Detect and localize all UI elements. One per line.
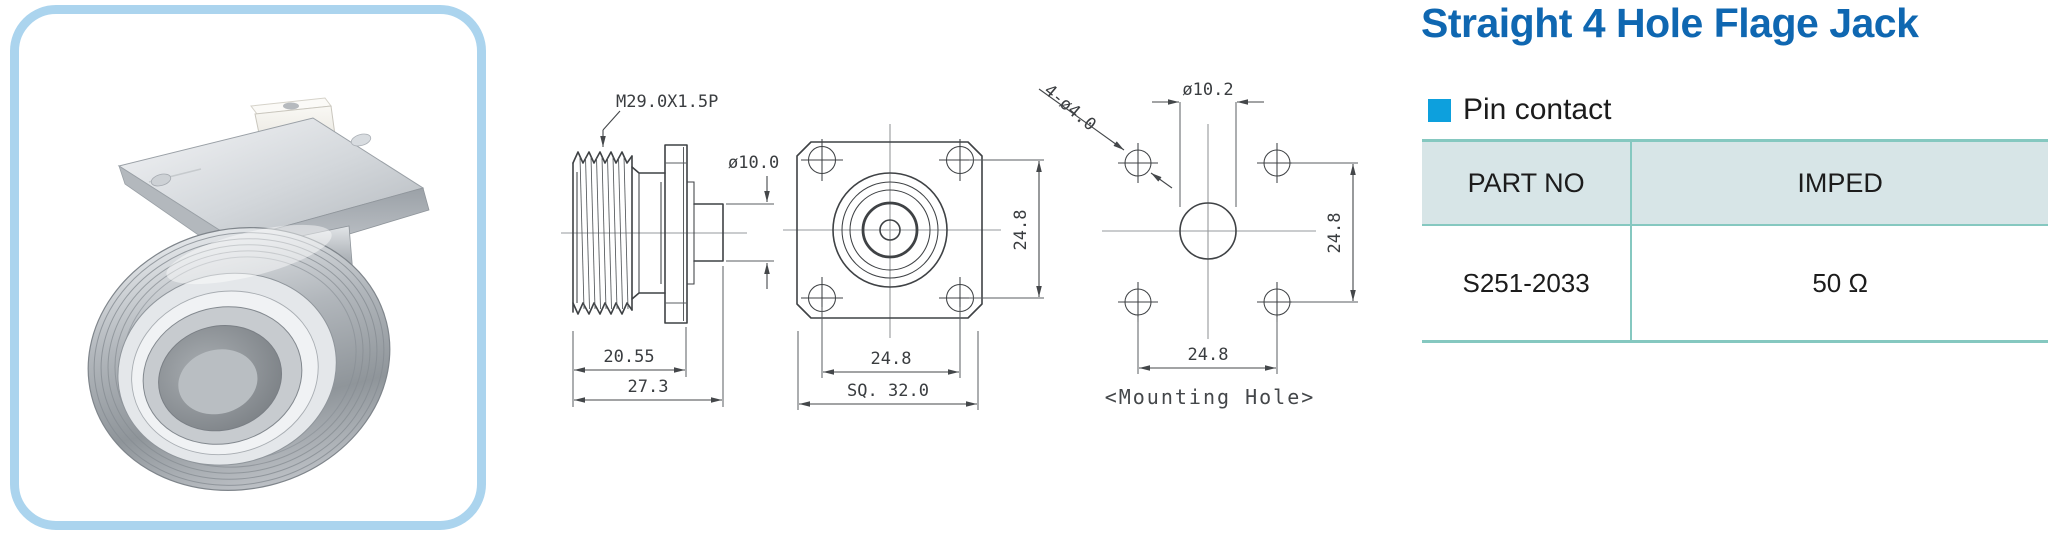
product-photo-frame [10,5,486,530]
mounting-hole-drawing: ø10.2 4-ø4.0 24.8 24.8 <Mounting Hole> [1038,80,1358,409]
technical-drawings: M29.0X1.5P ø10.0 20.55 27.3 [540,0,1380,535]
part-no-value: S251-2033 [1422,225,1633,342]
dimension-label-hole-spacing-vertical: 24.8 [1011,210,1031,251]
dimension-label-center-hole-diameter: ø10.2 [1182,80,1233,100]
side-view-drawing: M29.0X1.5P ø10.0 20.55 27.3 [561,92,779,407]
dimension-label-holes: 4-ø4.0 [1040,81,1100,136]
bullet-square-icon [1428,98,1451,122]
table-row: S251-2033 50 Ω [1422,225,2048,342]
dimension-label-mount-spacing-vertical: 24.8 [1325,213,1345,254]
dimension-label-thread: M29.0X1.5P [616,92,718,112]
info-panel: Straight 4 Hole Flage Jack Pin contact P… [1421,0,2048,343]
contact-type-row: Pin contact [1428,93,1611,127]
front-view-drawing: 24.8 24.8 SQ. 32.0 [783,124,1044,410]
flange-holes [801,139,981,319]
dimension-label-total-length: 27.3 [628,377,669,397]
dimension-label-flange-size: SQ. 32.0 [847,381,929,401]
product-photo [87,97,430,491]
mounting-holes [1118,143,1297,322]
dimension-label-hole-spacing-horizontal: 24.8 [871,349,912,369]
impedance-value: 50 Ω [1631,225,2048,342]
page-title: Straight 4 Hole Flage Jack [1421,0,1919,46]
mounting-hole-caption: <Mounting Hole> [1105,385,1316,409]
dimension-label-body-length: 20.55 [603,347,654,367]
column-header-part-no: PART NO [1422,140,1633,226]
spec-table-header-row: PART NO IMPED [1422,140,2048,226]
column-header-imped: IMPED [1631,140,2048,226]
dimension-label-mount-spacing-horizontal: 24.8 [1188,345,1229,365]
dimension-label-stub-diameter: ø10.0 [728,153,779,173]
thread-hatching [579,156,629,310]
spec-table: PART NO IMPED S251-2033 50 Ω [1422,139,2048,343]
contact-type-label: Pin contact [1463,93,1612,126]
